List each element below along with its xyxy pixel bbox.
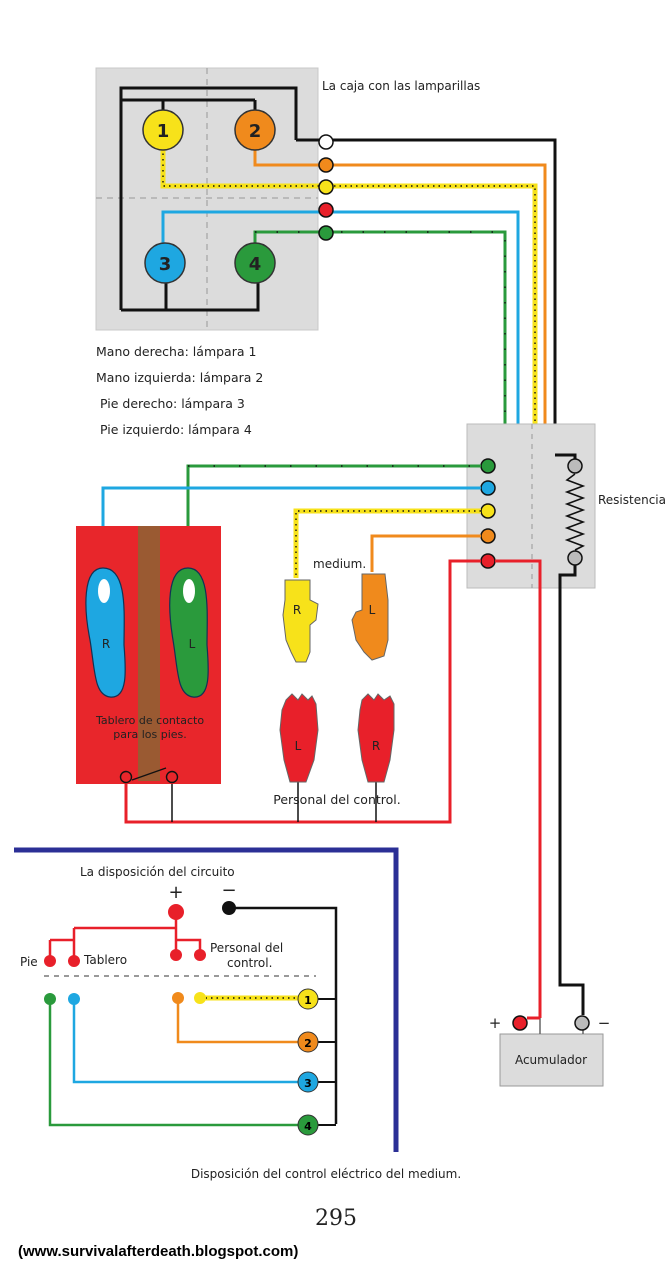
figure-caption: Disposición del control eléctrico del me… [191, 1167, 461, 1181]
circuit-tablero-label: Tablero [83, 953, 127, 967]
foot-board-caption-2: para los pies. [113, 728, 187, 741]
circuit-personal-line2: control. [227, 956, 272, 970]
medium-label: medium. [313, 557, 366, 571]
source-url: (www.survivalafterdeath.blogspot.com) [18, 1243, 299, 1260]
control-label: Personal del control. [273, 792, 400, 807]
control-right-hand [357, 693, 395, 783]
control-right-letter: R [372, 739, 380, 753]
right-foot-letter: R [102, 637, 110, 651]
control-hands: L R Personal del control. [273, 693, 401, 807]
battery-plus-terminal [512, 1015, 528, 1031]
legend-line-3: Pie derecho: lámpara 3 [100, 396, 245, 411]
medium-right-hand [282, 579, 319, 663]
medium-left-letter: L [369, 603, 376, 617]
lamp-4-label: 4 [249, 254, 262, 275]
battery-minus-terminal [574, 1015, 590, 1031]
legend-line-2: Mano izquierda: lámpara 2 [96, 370, 263, 385]
lamp-3: 3 [144, 242, 186, 284]
circuit-schematic: La disposición del circuito + − Pie Tabl… [20, 865, 338, 1136]
battery-plus: + [489, 1014, 502, 1032]
circuit-minus: − [221, 880, 236, 901]
legend-line-4: Pie izquierdo: lámpara 4 [100, 422, 252, 437]
control-left-letter: L [295, 739, 302, 753]
circuit-lamp-1: 1 [304, 994, 312, 1007]
circuit-lamp-3: 3 [304, 1077, 312, 1090]
circuit-pie-label: Pie [20, 955, 38, 969]
resistance-label: Resistencia [598, 493, 666, 507]
left-foot-plate [169, 567, 209, 698]
medium-hands: medium. R L [282, 557, 389, 663]
left-foot-letter: L [189, 637, 196, 651]
resistor-terminal-bottom [567, 550, 583, 566]
lamp-2-label: 2 [249, 121, 262, 142]
lamp-1-label: 1 [157, 121, 170, 142]
box-terminals [318, 134, 334, 241]
lamp-box-title: La caja con las lamparillas [322, 79, 480, 93]
lamp-2: 2 [234, 109, 276, 151]
circuit-personal-line1: Personal del [210, 941, 283, 955]
resistor-coil [564, 473, 586, 551]
battery-minus: − [598, 1014, 611, 1032]
resistor-panel [466, 423, 596, 1015]
section-divider [14, 847, 399, 1152]
circuit-title: La disposición del circuito [80, 865, 235, 879]
right-foot-contact [98, 579, 110, 603]
foot-board: R L Tablero de contacto para los pies. [76, 526, 221, 784]
lamp-3-label: 3 [159, 254, 172, 275]
lamp-1: 1 [142, 109, 184, 151]
circuit-lamp-4: 4 [304, 1120, 312, 1133]
circuit-lamp-2: 2 [304, 1037, 312, 1050]
page-number: 295 [315, 1206, 357, 1231]
foot-board-caption-1: Tablero de contacto [95, 714, 204, 727]
battery-label: Acumulador [515, 1053, 587, 1067]
lamp-4: 4 [234, 242, 276, 284]
lamp-box [95, 67, 319, 331]
medium-right-letter: R [293, 603, 301, 617]
circuit-plus: + [168, 882, 183, 903]
legend: Mano derecha: lámpara 1 Mano izquierda: … [96, 344, 263, 437]
right-foot-plate [85, 567, 126, 698]
left-foot-contact [183, 579, 195, 603]
legend-line-1: Mano derecha: lámpara 1 [96, 344, 256, 359]
battery: + − Acumulador [489, 1014, 611, 1087]
medium-left-hand [351, 573, 389, 661]
control-left-hand [279, 693, 319, 783]
resistor-terminal-top [567, 458, 583, 474]
